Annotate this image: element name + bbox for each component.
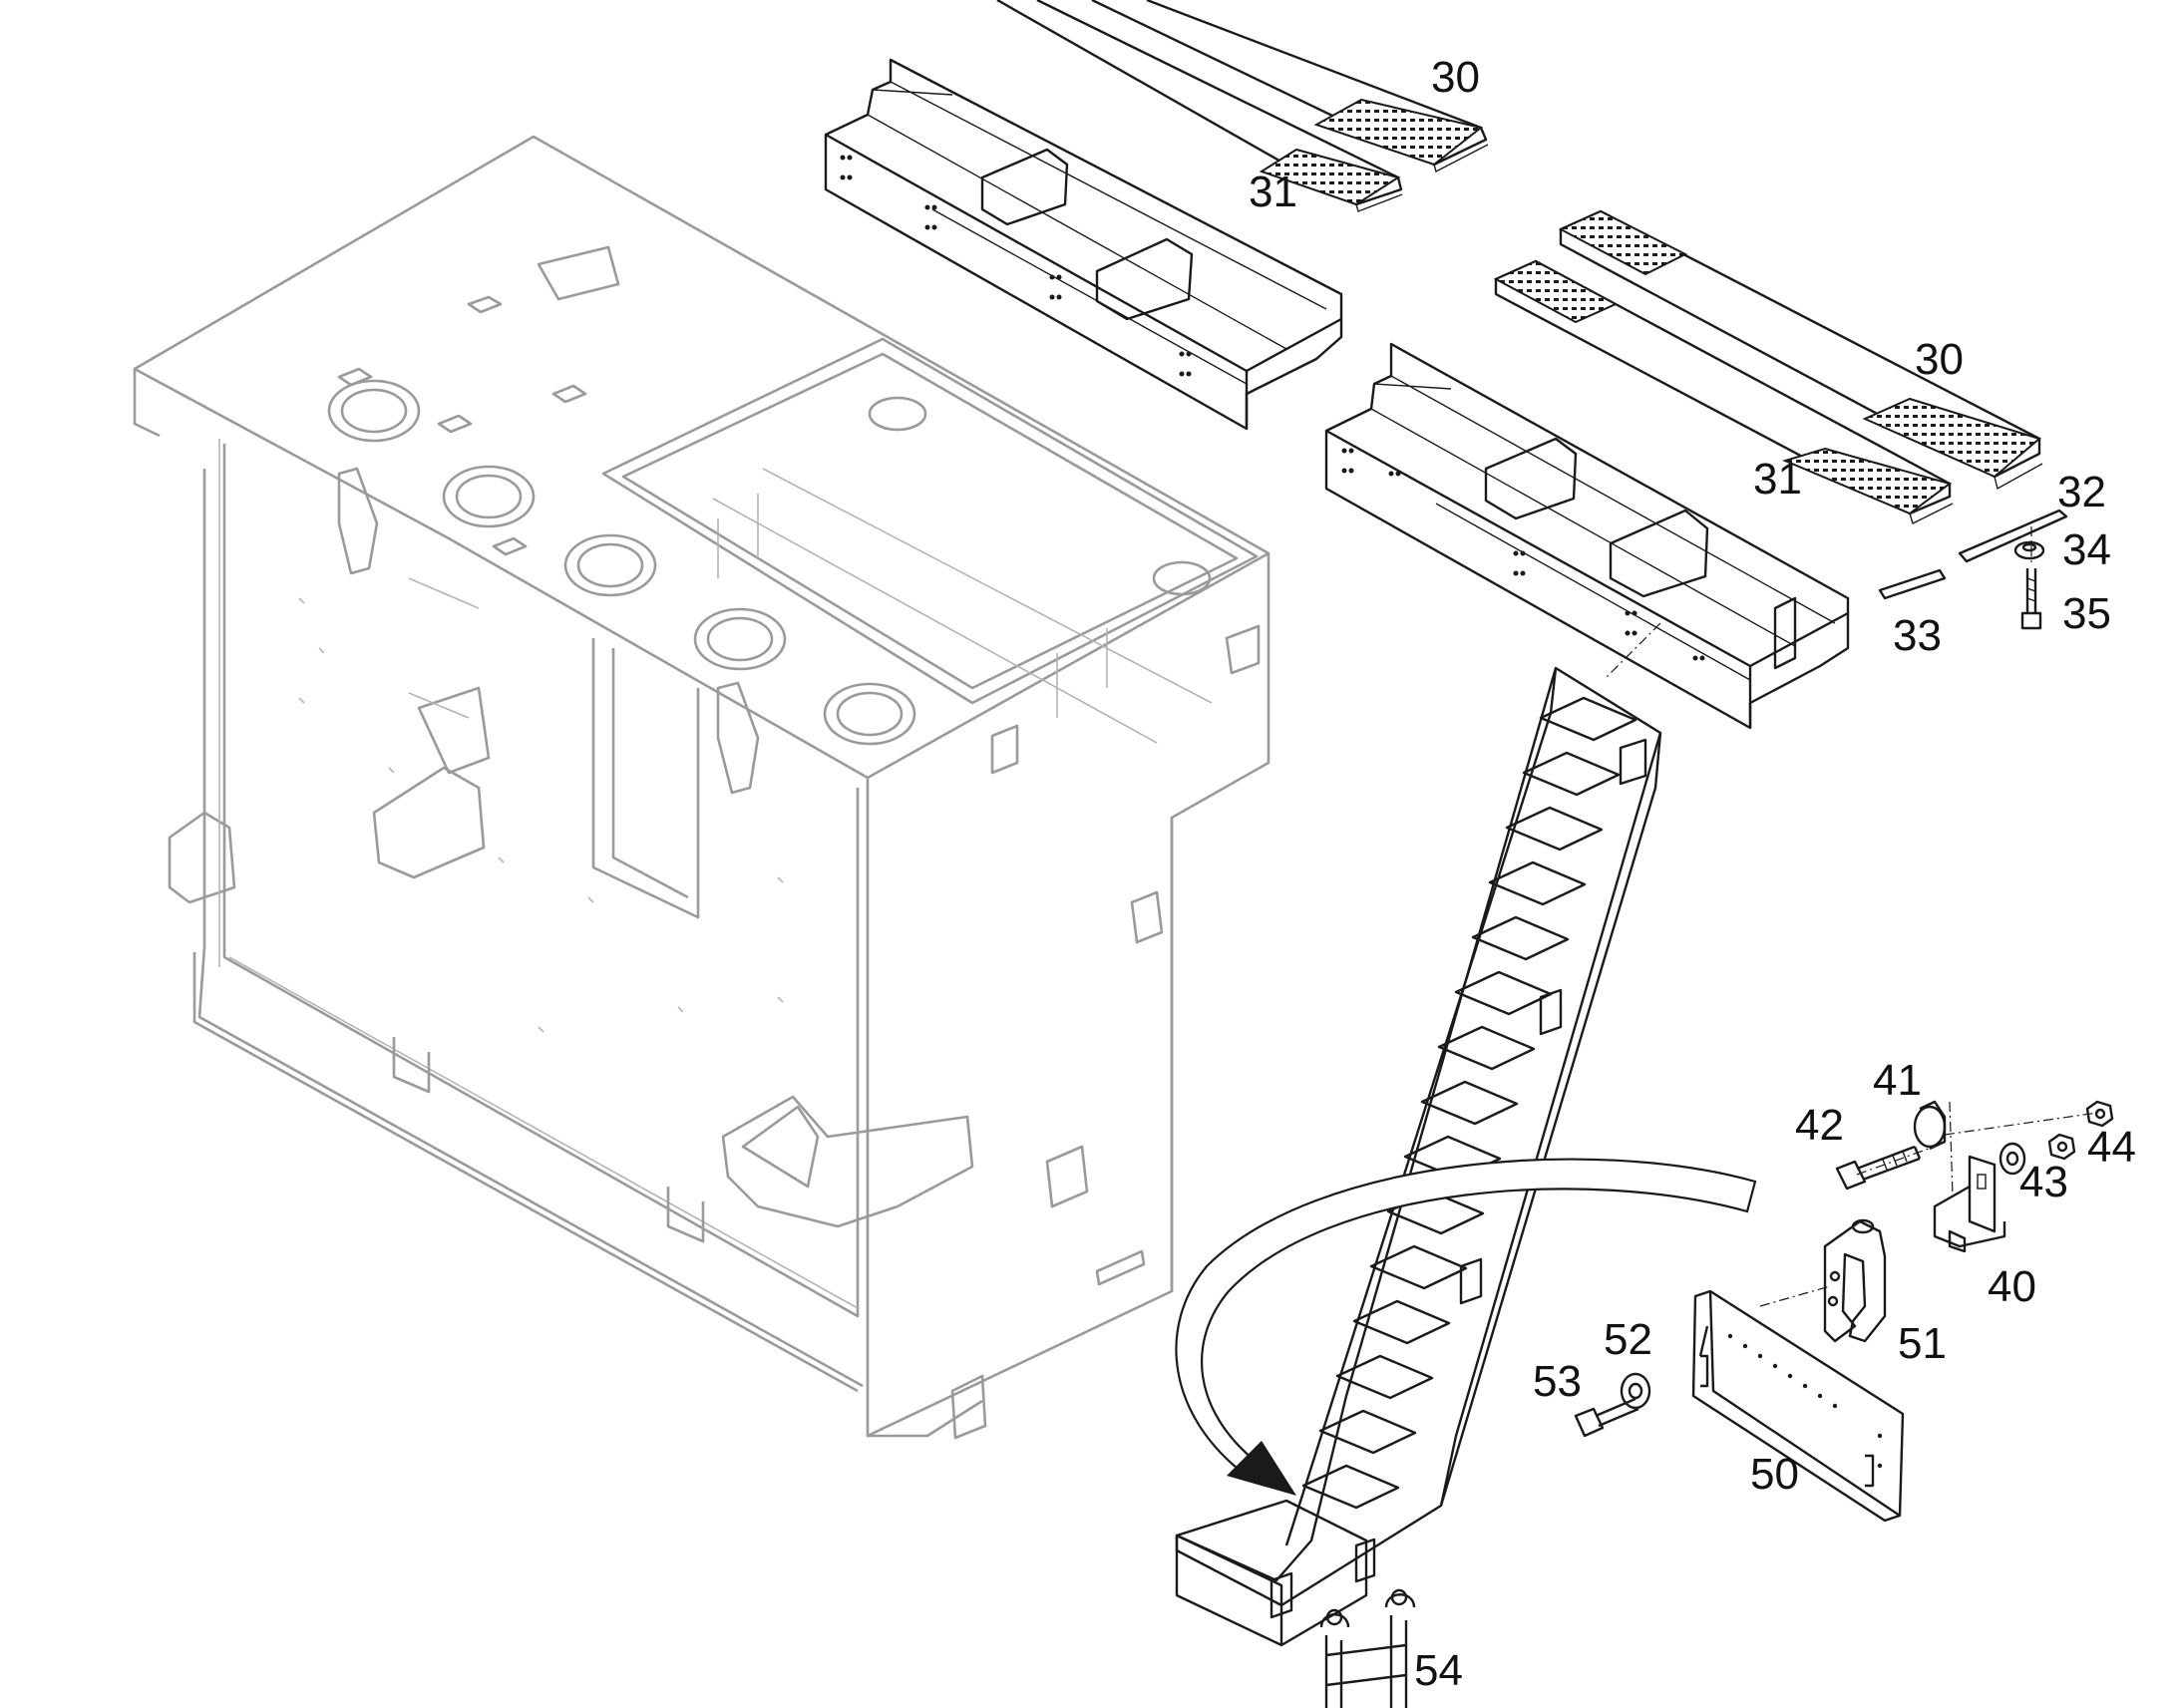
grating-plate-upper-30: [1091, 0, 1489, 173]
grating-plate-lower-30: [1558, 209, 2043, 491]
main-frame-body: [133, 135, 1271, 1440]
callout-35: 35: [2062, 589, 2111, 638]
clamp-strip-32: [1958, 509, 2068, 563]
callout-30-upper: 30: [1431, 53, 1480, 102]
callout-51: 51: [1898, 1319, 1947, 1368]
callout-40: 40: [1988, 1262, 2036, 1311]
bracket-40: [1933, 1155, 2006, 1253]
nut-44: [2085, 1100, 2114, 1128]
walkway-frame-upper: [824, 58, 1343, 431]
callout-43: 43: [2019, 1158, 2068, 1206]
callout-54: 54: [1414, 1646, 1463, 1695]
bolt-53: [1574, 1397, 1639, 1438]
callout-labels: 30 31 30 31 32 34 35 33 41 42 44 43 40 5…: [1249, 53, 2136, 1695]
callout-53: 53: [1533, 1357, 1582, 1406]
washer-34: [2013, 540, 2045, 560]
callout-33: 33: [1893, 611, 1942, 660]
callout-50: 50: [1750, 1450, 1799, 1499]
plate-50: [1691, 1289, 1905, 1523]
callout-32: 32: [2057, 468, 2106, 516]
ladder-54: [1319, 1588, 1416, 1708]
bolt-42: [1835, 1145, 1922, 1191]
spacer-41: [1913, 1100, 1947, 1151]
bracket-51: [1823, 1218, 1887, 1343]
bolt-35: [2020, 568, 2042, 630]
callout-42: 42: [1795, 1101, 1844, 1150]
callout-52: 52: [1604, 1315, 1652, 1364]
washer-52: [1620, 1372, 1651, 1410]
callout-30-lower: 30: [1915, 335, 1964, 384]
grating-plate-upper-31: [996, 0, 1403, 212]
walkway-frame-lower: [1324, 342, 1850, 730]
washer-43: [1998, 1142, 2026, 1176]
nut-43: [2047, 1133, 2076, 1161]
grating-plate-lower-31: [1493, 259, 1954, 524]
callout-41: 41: [1873, 1056, 1922, 1105]
callout-31-lower: 31: [1753, 455, 1802, 504]
callout-31-upper: 31: [1249, 168, 1297, 216]
callout-44: 44: [2087, 1123, 2136, 1172]
callout-34: 34: [2062, 525, 2111, 574]
mounting-arrow: [1175, 1158, 1757, 1496]
clamp-strip-33: [1878, 568, 1947, 600]
stair-treads: [1301, 696, 1637, 1510]
staircase: [1175, 666, 1662, 1647]
